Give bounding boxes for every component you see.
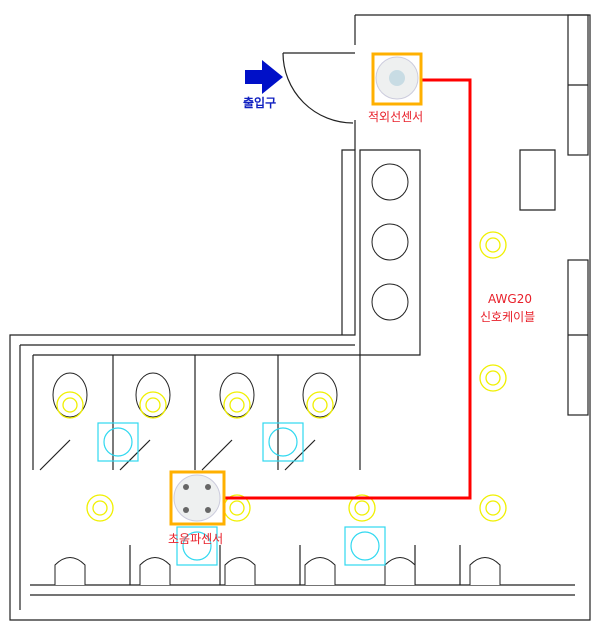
exhaust-fans (97, 422, 386, 566)
ultrasonic-sensor-icon (169, 470, 226, 526)
ir-sensor-icon (371, 52, 423, 106)
sinks (371, 163, 409, 321)
toilets (52, 372, 338, 418)
urinals (54, 557, 501, 585)
cable-label-line1: AWG20 (488, 292, 532, 306)
ir-sensor-label: 적외선센서 (368, 110, 424, 124)
stall-partitions (32, 354, 461, 585)
lights (56, 231, 507, 522)
entrance-arrow-icon (245, 60, 283, 94)
signal-cable (225, 78, 472, 500)
ultrasonic-sensor-label: 초음파센서 (168, 532, 224, 546)
entrance-label: 출입구 (243, 96, 277, 110)
cable-label-line2: 신호케이블 (480, 310, 536, 324)
